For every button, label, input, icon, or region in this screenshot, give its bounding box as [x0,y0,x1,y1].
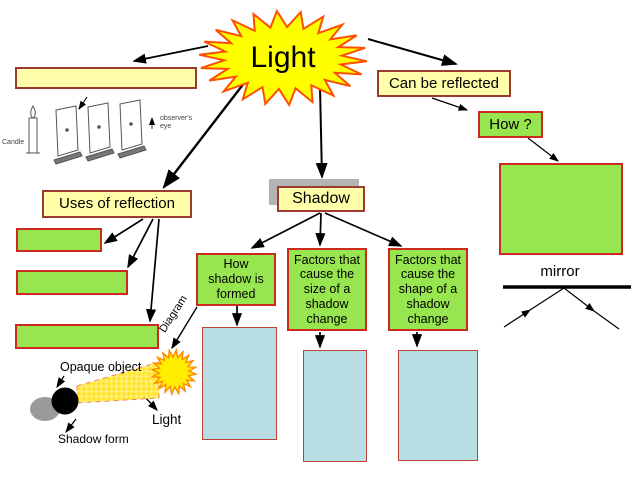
arrow-light-to-reflected [367,38,458,66]
uses-blank-box-3 [15,324,159,349]
blank-yellow-box [15,67,197,89]
reflected-ray [563,287,595,312]
light-title: Light [250,41,316,74]
node-can-be-reflected: Can be reflected [377,70,511,97]
arrow-light-to-blank-box [132,45,209,64]
arrow-ellipse-to-shadowform-label [65,418,77,434]
reflected-ray-tail [593,310,620,330]
node-factors-size: Factors that cause the size of a shadow … [287,248,367,331]
answer-blank-box-2 [303,350,367,462]
mirror-label: mirror [540,263,580,280]
arrow-uses-to-green1 [103,218,144,244]
shadow-form-label: Shadow form [58,432,129,446]
arrow-uses-to-green2 [127,218,154,269]
node-how-question: How ? [478,111,543,138]
candle-body [28,117,38,154]
candle-label: Candle [2,139,25,146]
uses-blank-box-2 [16,270,128,295]
arrow-diagram-to-sun [171,306,198,350]
arrow-shadow-to-howformed [250,212,321,249]
node-how-shadow-formed: How shadow is formed [196,253,276,306]
pinhole-screen-3 [117,99,147,159]
arrow-opaque-label-to-circle [56,375,66,389]
shadow-formation-illustration [30,347,199,421]
arrow-reflected-to-how [431,97,469,111]
observers-eye-label: observer's eye [160,115,193,131]
uses-blank-box-1 [16,228,102,252]
connector-arrows [56,38,559,434]
arrow-light-to-shadow [315,86,328,179]
node-uses-of-reflection: Uses of reflection [42,190,192,218]
arrow-uses-to-green3 [145,218,160,323]
arrow-light-to-uses [162,77,249,189]
pinhole-screen-2 [85,102,115,162]
node-factors-shape: Factors that cause the shape of a shadow… [388,248,468,331]
opaque-object-label: Opaque object [60,360,142,374]
incident-ray-tail [529,287,565,311]
candle-flame-icon [30,105,36,119]
mirror-ray-diagram [503,285,631,330]
candle-screens-illustration [26,99,155,165]
light-starburst [198,8,368,108]
opaque-object-circle [51,387,79,415]
incident-ray [503,309,532,328]
node-shadow: Shadow [277,186,365,212]
arrow-shadow-to-size [315,212,326,247]
answer-blank-box-3 [398,350,478,461]
arrow-how-to-green-box [527,137,559,162]
sun-icon [149,347,199,397]
answer-blank-box-1 [202,327,277,440]
reflection-answer-blank-box [499,163,623,255]
light-ray-label: Light [152,412,182,427]
arrow-shadow-to-shape [324,212,403,247]
arrow-pointer-to-screens [78,96,88,110]
pinhole-screen-1 [53,105,83,165]
